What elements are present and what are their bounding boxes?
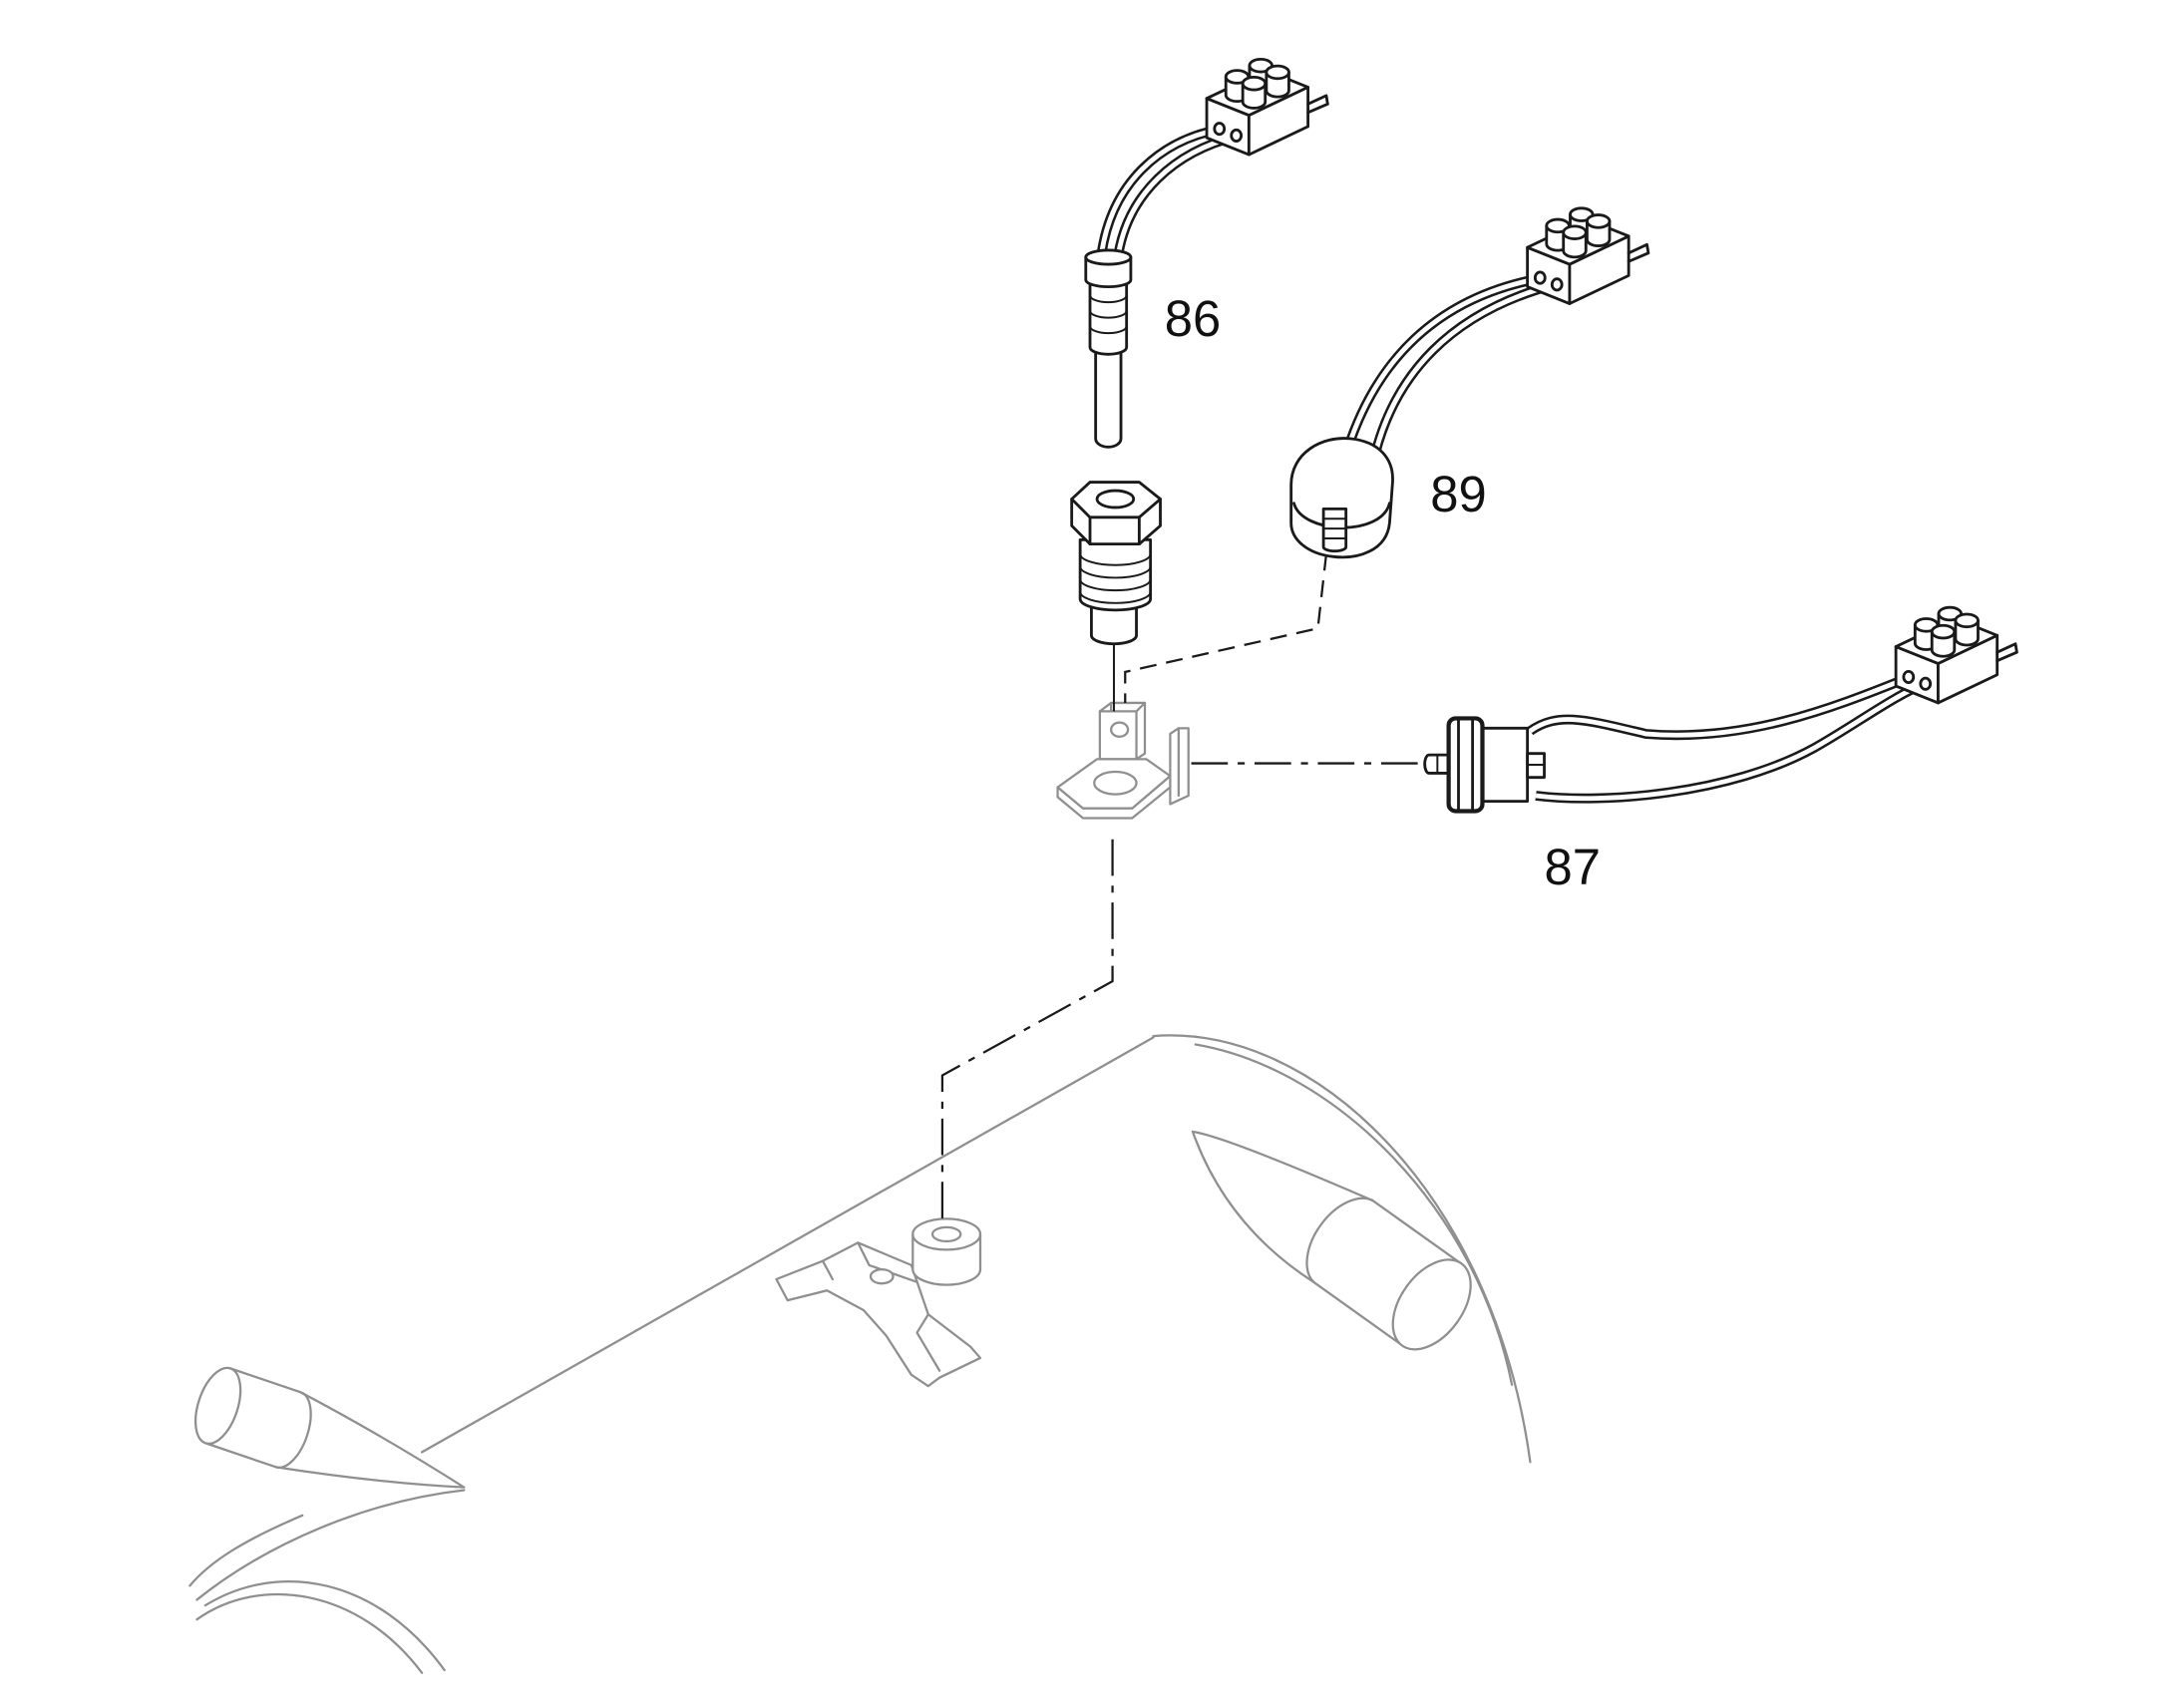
part-89 <box>1289 206 1650 559</box>
part-label-89: 89 <box>1430 466 1486 522</box>
strap-bracket <box>775 1241 982 1388</box>
housing-rim-arc-1 <box>188 1514 304 1587</box>
housing-outer-arc <box>1152 1034 1532 1464</box>
pipe-right <box>1191 1130 1472 1351</box>
terminal-block-86 <box>1205 57 1329 157</box>
engine-housing-outline <box>188 1034 1532 1674</box>
terminal-block-89 <box>1526 206 1650 305</box>
housing-inner-arc <box>1194 1043 1514 1386</box>
wire-89 <box>1342 273 1559 455</box>
housing-rim-arc-2 <box>195 1489 466 1601</box>
mounting-bracket <box>1056 701 1190 820</box>
part-89-body <box>1289 437 1394 559</box>
bracket-plate-hole <box>1093 770 1138 796</box>
wire-87 <box>1527 672 1928 804</box>
threaded-fitting <box>1070 481 1162 646</box>
bushing <box>911 1217 982 1286</box>
part-89-stub <box>1321 507 1348 553</box>
bushing-hole <box>930 1225 962 1243</box>
leader-89 <box>1124 553 1328 703</box>
sleeve-body-86 <box>1088 276 1129 356</box>
wire-86 <box>1096 124 1238 257</box>
part-87 <box>1423 605 2018 814</box>
sensor-87-body <box>1481 726 1530 804</box>
sensor-87-hex <box>1446 716 1485 814</box>
fitting-bore <box>1095 489 1136 510</box>
strap-bracket-hole <box>869 1267 895 1285</box>
housing-rim-arc-3 <box>195 1592 424 1674</box>
leader-bracket-to-bushing <box>940 839 1114 1226</box>
bracket-tab-hole <box>1110 721 1130 738</box>
probe-rod-86 <box>1094 347 1123 449</box>
part-label-87: 87 <box>1545 839 1601 895</box>
part-label-86: 86 <box>1165 290 1221 347</box>
part-86 <box>1084 57 1329 449</box>
terminal-block-87 <box>1894 605 2018 705</box>
pipe-left <box>193 1366 466 1489</box>
housing-top-edge <box>420 1036 1155 1454</box>
housing-rim-arc-4 <box>203 1580 446 1672</box>
